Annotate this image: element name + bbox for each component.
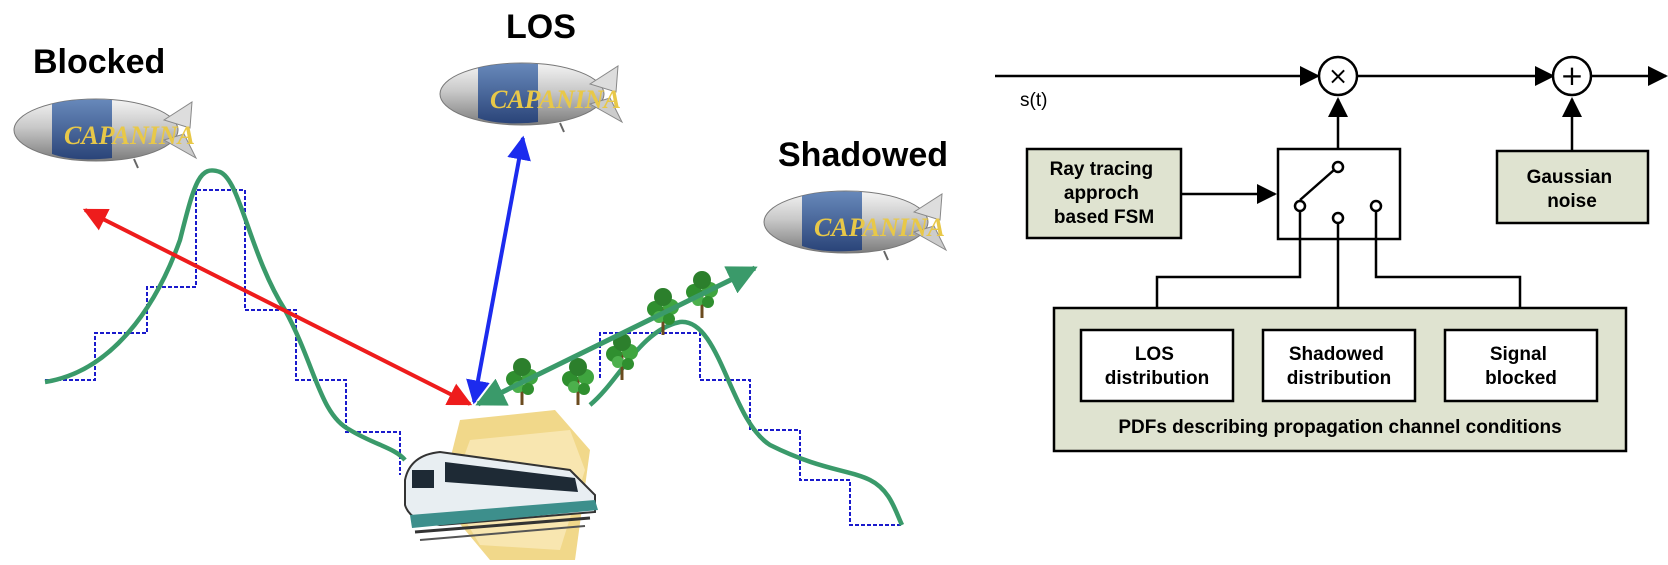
airship-logo-text: CAPANINA (490, 85, 621, 114)
blocked-ray (82, 208, 473, 406)
terrain-steps-left (45, 189, 401, 475)
wire-los (1155, 211, 1302, 330)
airship-shadowed: CAPANINA (763, 190, 947, 261)
airship-logo-text: CAPANINA (814, 213, 945, 242)
multiplier-node (1317, 55, 1359, 97)
terrain-curve-left (44, 168, 407, 462)
airship-los: CAPANINA (439, 62, 623, 133)
multiplier-symbol: × (1328, 62, 1348, 90)
switch-lever (1299, 169, 1335, 201)
propagation-scene: Blocked LOS Shadowed CAPANINA CAPANINA C… (13, 8, 948, 560)
fsm-box-label: Ray tracing approch based FSM (1050, 159, 1159, 228)
los-label: LOS (506, 8, 576, 46)
los-distribution-label: LOS distribution (1105, 344, 1209, 389)
train-icon (404, 410, 598, 560)
switch-contact-common (1331, 160, 1345, 174)
switch-contact-shadowed (1331, 211, 1345, 225)
distribution-box-shadowed (1261, 328, 1417, 403)
channel-block-diagram (995, 55, 1668, 453)
shadowed-ray (475, 265, 758, 407)
noise-box-label: Gaussian noise (1527, 167, 1618, 212)
adder-node (1551, 55, 1593, 97)
signal-blocked-label: Signal blocked (1485, 344, 1557, 389)
distribution-box-los (1079, 328, 1235, 403)
fsm-box (1025, 147, 1183, 240)
airship-blocked: CAPANINA (13, 98, 197, 169)
blocked-label: Blocked (33, 43, 165, 81)
switch-contact-blocked (1369, 199, 1383, 213)
shadowed-label: Shadowed (778, 136, 948, 174)
distribution-box-blocked (1443, 328, 1599, 403)
switch-contact-los (1293, 199, 1307, 213)
signal-label: s(t) (1020, 90, 1047, 111)
airship-logo-text: CAPANINA (64, 121, 195, 150)
adder-symbol: + (1560, 59, 1583, 92)
wire-blocked (1374, 211, 1522, 330)
pdf-container-caption: PDFs describing propagation channel cond… (1118, 417, 1561, 438)
shadowed-distribution-label: Shadowed distribution (1287, 344, 1391, 389)
block-diagram-text: s(t) × + Ray tracing approch based FSM G… (1020, 59, 1618, 438)
